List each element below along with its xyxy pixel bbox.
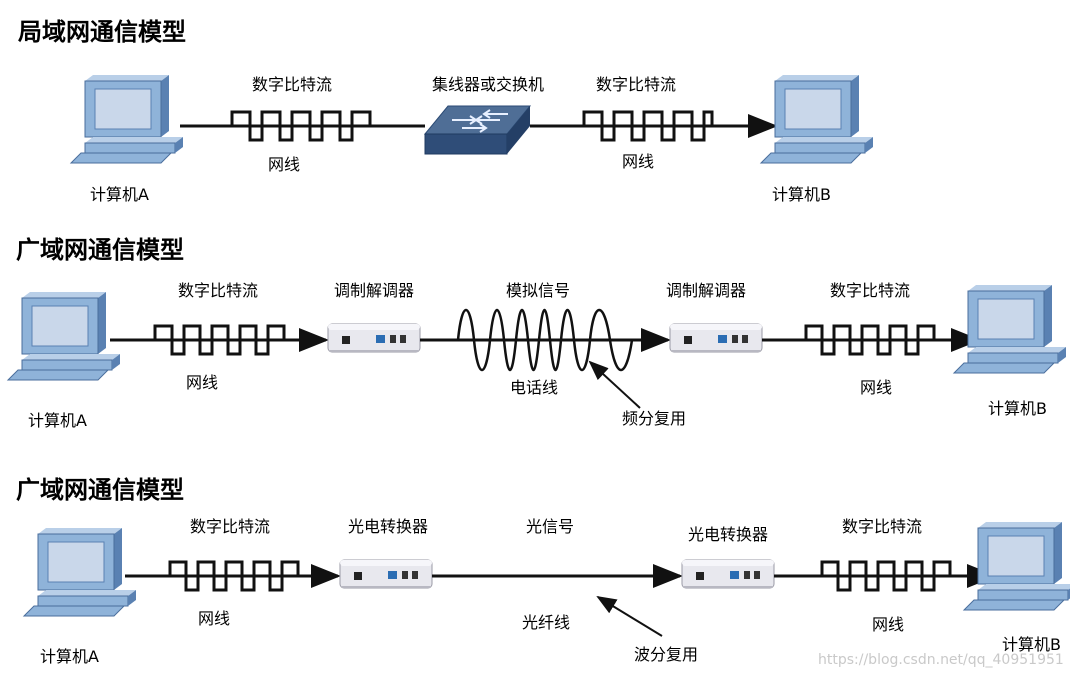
analog-signal-label: 模拟信号 bbox=[506, 281, 570, 300]
switch-icon bbox=[423, 105, 532, 155]
section-title: 局域网通信模型 bbox=[18, 18, 186, 46]
converter-left-icon bbox=[339, 559, 433, 589]
section-title: 广域网通信模型 bbox=[16, 476, 184, 504]
analog-wave bbox=[456, 308, 634, 372]
computer-b-icon bbox=[760, 74, 874, 164]
bitstream-wave-right bbox=[570, 110, 714, 142]
computer-a-label: 计算机A bbox=[90, 185, 149, 204]
bitstream-label-left: 数字比特流 bbox=[252, 75, 332, 94]
modem-left-label: 调制解调器 bbox=[334, 281, 414, 300]
bitstream-wave-left bbox=[230, 110, 372, 142]
cable-label-right: 网线 bbox=[622, 152, 654, 171]
section-wan-fiber: 广域网通信模型 计算机A 数字比特流 网线 光电转换器 光信号 光纤线 波分复用… bbox=[16, 476, 1070, 666]
computer-b-label: 计算机B bbox=[772, 185, 831, 204]
computer-b-icon bbox=[963, 521, 1070, 611]
cable-label-left: 网线 bbox=[186, 373, 218, 392]
bitstream-label-right: 数字比特流 bbox=[842, 517, 922, 536]
converter-right-icon bbox=[681, 559, 775, 589]
bitstream-label-right: 数字比特流 bbox=[596, 75, 676, 94]
switch-label: 集线器或交换机 bbox=[432, 75, 544, 94]
optical-signal-label: 光信号 bbox=[526, 517, 574, 536]
section-lan: 局域网通信模型 计算机A 数字比特流 网线 集线器或交换机 数字比特流 网线 计… bbox=[18, 18, 874, 204]
watermark-text: https://blog.csdn.net/qq_40951951 bbox=[818, 652, 1064, 668]
computer-a-icon bbox=[7, 291, 121, 381]
computer-a-icon bbox=[23, 527, 137, 617]
computer-b-label: 计算机B bbox=[1002, 635, 1061, 654]
fdm-label: 频分复用 bbox=[622, 409, 686, 428]
bitstream-wave-left bbox=[155, 560, 300, 592]
fiber-line-label: 光纤线 bbox=[522, 613, 570, 632]
modem-right-label: 调制解调器 bbox=[666, 281, 746, 300]
bitstream-wave-left bbox=[140, 324, 286, 356]
cable-label-left: 网线 bbox=[268, 155, 300, 174]
phone-line-label: 电话线 bbox=[510, 378, 558, 397]
section-wan-modem: 广域网通信模型 计算机A 数字比特流 网线 调制解调器 模拟信号 电话线 频分复… bbox=[7, 236, 1067, 430]
computer-a-icon bbox=[70, 74, 184, 164]
cable-label-left: 网线 bbox=[198, 609, 230, 628]
cable-label-right: 网线 bbox=[860, 378, 892, 397]
computer-b-icon bbox=[953, 284, 1067, 374]
bitstream-label-right: 数字比特流 bbox=[830, 281, 910, 300]
cable-label-right: 网线 bbox=[872, 615, 904, 634]
wdm-label: 波分复用 bbox=[634, 645, 698, 664]
fdm-pointer-arrow bbox=[588, 360, 641, 409]
computer-a-label: 计算机A bbox=[28, 411, 87, 430]
bitstream-label-left: 数字比特流 bbox=[178, 281, 258, 300]
computer-a-label: 计算机A bbox=[40, 647, 99, 666]
converter-left-label: 光电转换器 bbox=[348, 517, 428, 536]
bitstream-wave-right bbox=[792, 324, 936, 356]
modem-right-icon bbox=[669, 323, 763, 353]
converter-right-label: 光电转换器 bbox=[688, 525, 768, 544]
wdm-pointer-arrow bbox=[596, 595, 663, 637]
section-title: 广域网通信模型 bbox=[16, 236, 184, 264]
computer-b-label: 计算机B bbox=[988, 399, 1047, 418]
bitstream-wave-right bbox=[806, 560, 952, 592]
bitstream-label-left: 数字比特流 bbox=[190, 517, 270, 536]
modem-left-icon bbox=[327, 323, 421, 353]
